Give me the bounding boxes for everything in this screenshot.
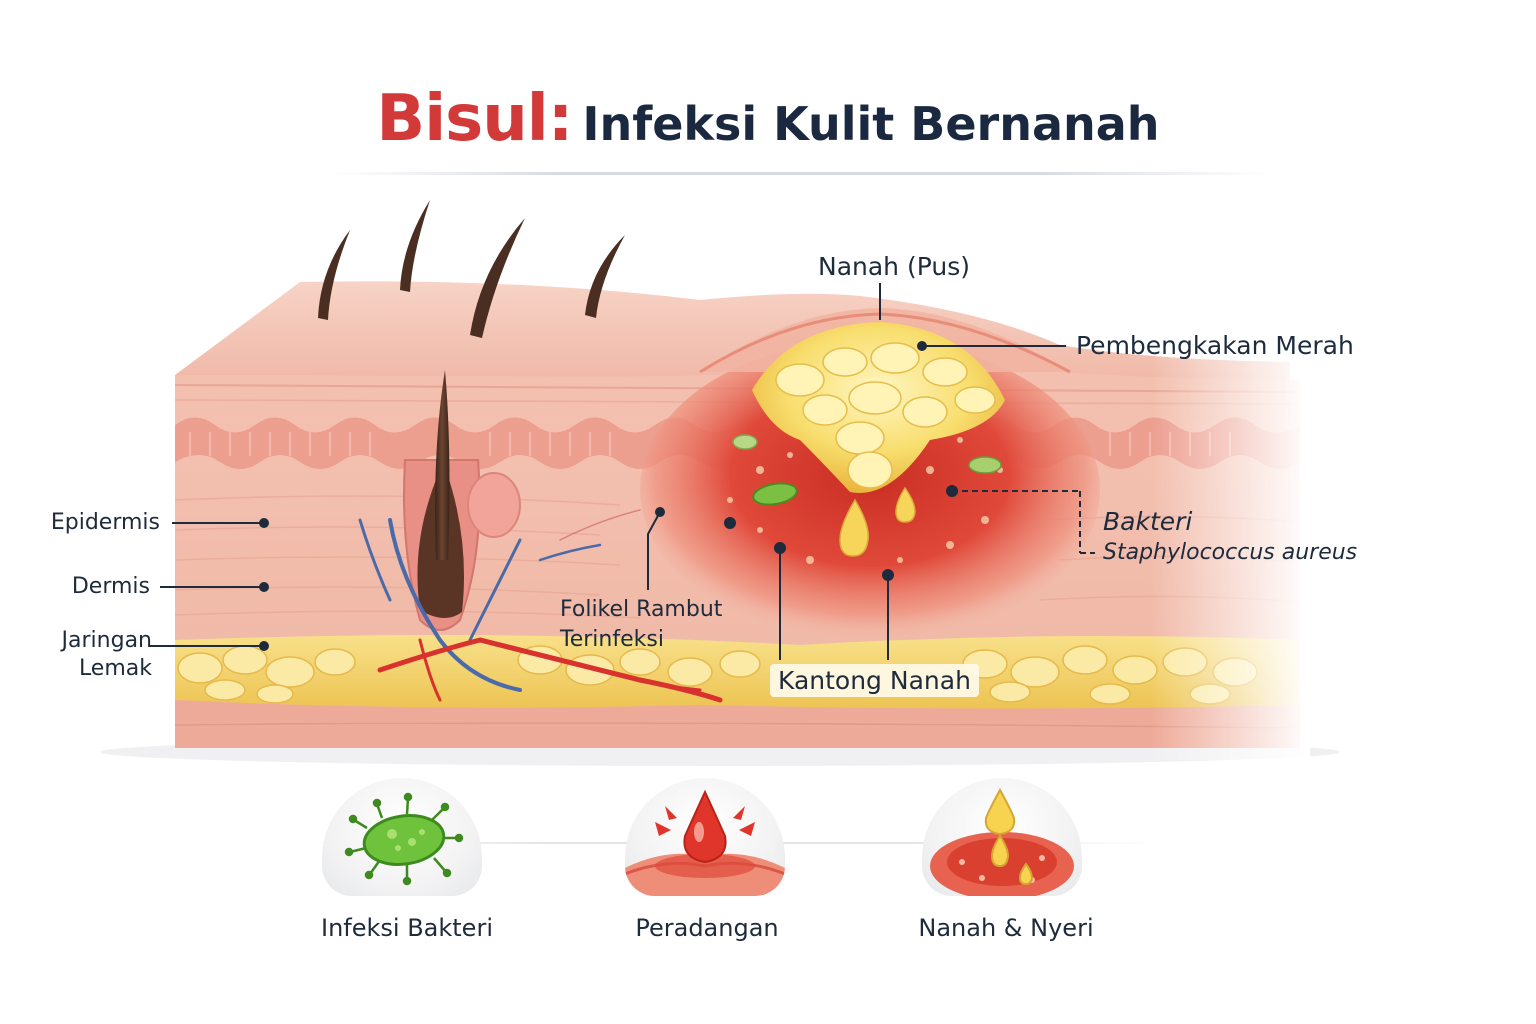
- icon-label-pus-pain: Nanah & Nyeri: [918, 914, 1094, 942]
- pus-pain-icon: [922, 778, 1082, 896]
- callout-follicle-line2: Terinfeksi: [560, 627, 664, 652]
- label-fat-line1: Jaringan: [61, 628, 152, 653]
- icon-label-bacteria: Infeksi Bakteri: [321, 914, 493, 942]
- inflammation-icon: [625, 778, 785, 896]
- bacteria-icon: [322, 778, 482, 896]
- callout-pus-pocket: Kantong Nanah: [770, 664, 979, 697]
- label-epidermis: Epidermis: [50, 510, 160, 535]
- title-divider: [330, 172, 1270, 175]
- title-rest: Infeksi Kulit Bernanah: [582, 97, 1160, 151]
- callout-bacteria-species: Staphylococcus aureus: [1103, 540, 1358, 565]
- page-title: Bisul:Infeksi Kulit Bernanah: [0, 82, 1536, 156]
- callout-swelling: Pembengkakan Merah: [1076, 331, 1354, 360]
- title-accent: Bisul:: [376, 82, 573, 156]
- callout-bacteria: Bakteri: [1103, 507, 1193, 536]
- label-fat-line2: Lemak: [78, 656, 152, 681]
- callout-follicle-line1: Folikel Rambut: [560, 597, 723, 622]
- icon-label-inflammation: Peradangan: [635, 914, 779, 942]
- label-dermis: Dermis: [71, 574, 150, 599]
- callout-pus: Nanah (Pus): [818, 252, 970, 281]
